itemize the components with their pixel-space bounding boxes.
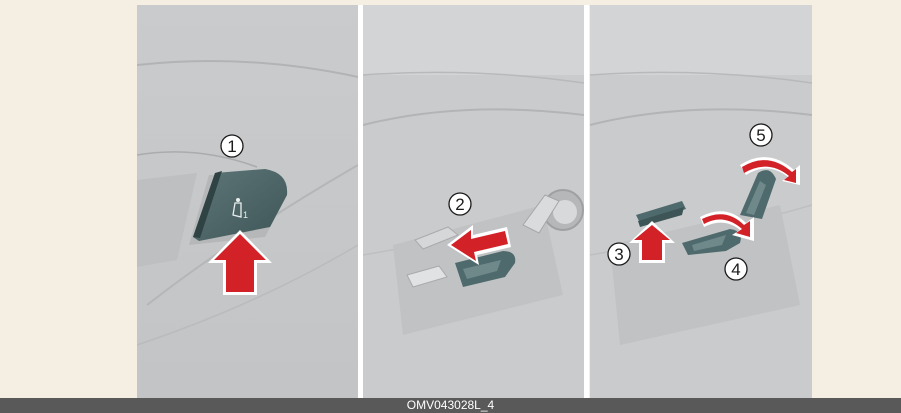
panel-step-2: 2 <box>363 5 584 398</box>
panel-1-illustration: 1 1 <box>137 5 358 398</box>
step-number-3: 3 <box>614 245 623 264</box>
step-number-1: 1 <box>227 137 236 156</box>
step-marker-3: 3 <box>608 243 630 265</box>
switch-label: 1 <box>243 210 248 220</box>
step-marker-1: 1 <box>221 135 243 157</box>
step-marker-5: 5 <box>750 124 772 146</box>
step-number-4: 4 <box>731 260 740 279</box>
step-number-5: 5 <box>756 126 765 145</box>
panel-step-1: 1 1 <box>137 5 358 398</box>
figure-caption: OMV043028L_4 <box>0 398 901 413</box>
step-number-2: 2 <box>455 195 464 214</box>
panel-step-3-4-5: 3 4 5 <box>590 5 812 398</box>
step-marker-4: 4 <box>725 258 747 280</box>
panel-2-illustration: 2 <box>363 5 584 398</box>
panel-3-illustration: 3 4 5 <box>590 5 812 398</box>
step-marker-2: 2 <box>449 193 471 215</box>
panel-divider <box>584 5 589 398</box>
